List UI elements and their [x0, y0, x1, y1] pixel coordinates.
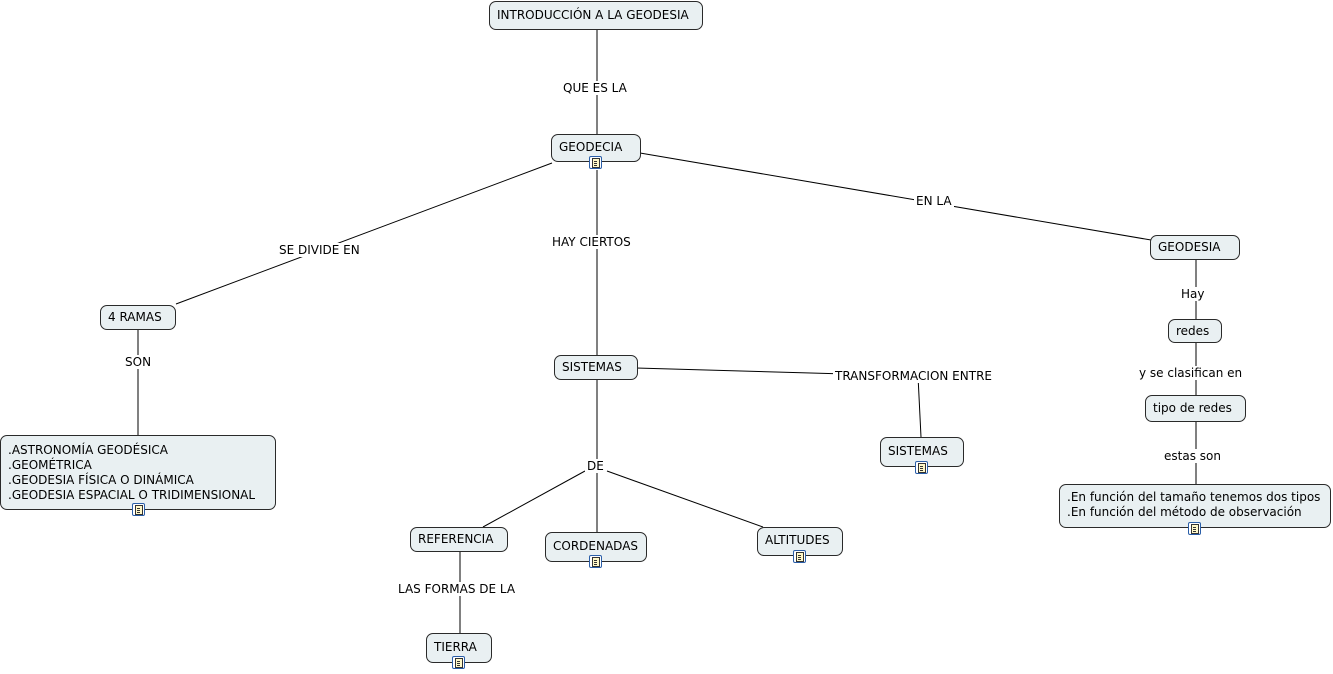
- node-4-ramas-label: 4 RAMAS: [108, 310, 162, 324]
- node-tipo-de-redes-label: tipo de redes: [1153, 401, 1232, 415]
- resource-icon[interactable]: [132, 503, 145, 516]
- resource-icon[interactable]: [452, 656, 465, 669]
- node-sistemas-label: SISTEMAS: [562, 360, 622, 374]
- connector-geodecia-geodesia: [639, 152, 1152, 241]
- link-label-estas-son: estas son: [1162, 449, 1223, 463]
- node-redes[interactable]: redes: [1168, 319, 1222, 343]
- node-tipo-de-redes[interactable]: tipo de redes: [1145, 395, 1246, 422]
- ramas-list-item: .GEODESIA ESPACIAL O TRIDIMENSIONAL: [8, 488, 256, 502]
- node-4-ramas[interactable]: 4 RAMAS: [100, 305, 176, 330]
- node-cordenadas-label: CORDENADAS: [553, 539, 639, 553]
- resource-icon[interactable]: [915, 461, 928, 474]
- redes-list-item: .En función del método de observación: [1067, 505, 1302, 519]
- ramas-list-item: .GEODESIA FÍSICA O DINÁMICA: [8, 473, 194, 487]
- node-geodecia-label: GEODECIA: [559, 140, 623, 154]
- node-sistemas[interactable]: SISTEMAS: [554, 355, 638, 380]
- link-label-hay-ciertos: HAY CIERTOS: [550, 235, 633, 249]
- node-geodesia-label: GEODESIA: [1158, 240, 1221, 254]
- link-label-que-es-la: QUE ES LA: [561, 81, 629, 95]
- resource-icon[interactable]: [589, 156, 602, 169]
- node-redes-list[interactable]: .En función del tamaño tenemos dos tipos…: [1059, 484, 1331, 528]
- node-tierra-label: TIERRA: [434, 640, 477, 654]
- connector-de-referencia: [482, 470, 586, 528]
- node-sistemas-2[interactable]: SISTEMAS: [880, 437, 964, 467]
- connector-geodecia-ramas: [175, 162, 553, 305]
- node-ramas-list[interactable]: .ASTRONOMÍA GEODÉSICA .GEOMÉTRICA .GEODE…: [0, 435, 276, 510]
- link-label-hay: Hay: [1179, 287, 1207, 301]
- resource-icon[interactable]: [1188, 522, 1201, 535]
- resource-icon[interactable]: [793, 550, 806, 563]
- connector-de-altitudes: [606, 470, 764, 528]
- link-label-y-se-clasifican-en: y se clasifican en: [1137, 366, 1245, 380]
- ramas-list-item: .GEOMÉTRICA: [8, 458, 92, 472]
- link-label-transformacion-entre: TRANSFORMACION ENTRE: [833, 369, 994, 383]
- link-label-las-formas-de-la: LAS FORMAS DE LA: [396, 582, 518, 596]
- node-altitudes-label: ALTITUDES: [765, 533, 830, 547]
- node-introduccion[interactable]: INTRODUCCIÓN A LA GEODESIA: [489, 1, 703, 30]
- node-referencia[interactable]: REFERENCIA: [410, 527, 508, 552]
- node-referencia-label: REFERENCIA: [418, 532, 494, 546]
- node-redes-label: redes: [1176, 323, 1210, 338]
- link-label-en-la: EN LA: [914, 194, 954, 208]
- ramas-list-item: .ASTRONOMÍA GEODÉSICA: [8, 443, 168, 457]
- node-introduccion-label: INTRODUCCIÓN A LA GEODESIA: [497, 8, 689, 22]
- link-label-son: SON: [123, 355, 154, 369]
- link-label-se-divide-en: SE DIVIDE EN: [277, 243, 362, 257]
- resource-icon[interactable]: [589, 555, 602, 568]
- node-geodesia[interactable]: GEODESIA: [1150, 235, 1240, 260]
- node-sistemas-2-label: SISTEMAS: [888, 444, 948, 458]
- link-label-de: DE: [585, 459, 606, 473]
- redes-list-item: .En función del tamaño tenemos dos tipos: [1067, 490, 1321, 504]
